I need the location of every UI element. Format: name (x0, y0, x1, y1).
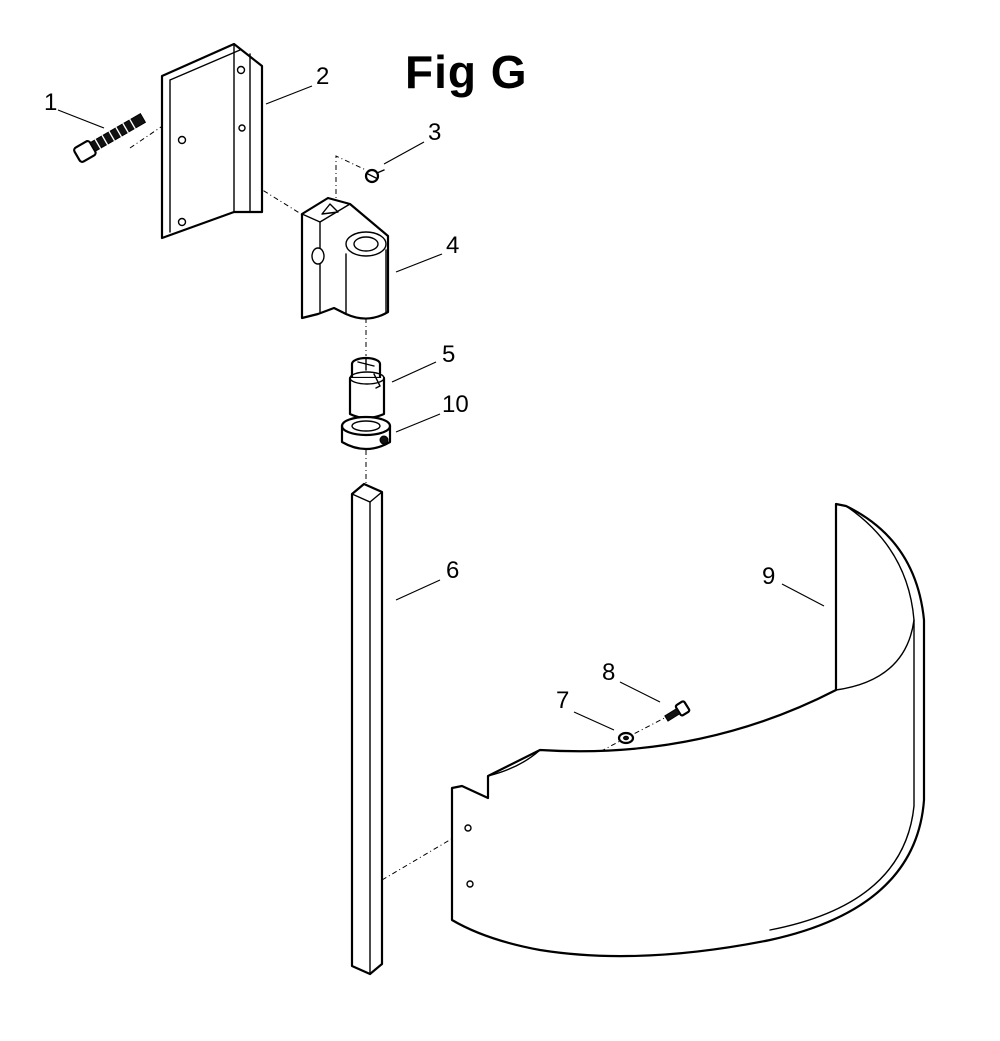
callout-4: 4 (446, 232, 459, 259)
set-collar (340, 415, 392, 451)
callout-leaders (57, 85, 825, 731)
callout-9: 9 (762, 563, 775, 590)
square-post (350, 482, 384, 976)
small-screw (364, 168, 385, 184)
curved-guard (450, 502, 926, 958)
callout-5: 5 (442, 341, 455, 368)
bushing-pin (348, 356, 386, 420)
guard-screw (664, 700, 691, 722)
callout-8: 8 (602, 659, 615, 686)
angle-bracket (160, 42, 264, 240)
callout-6: 6 (446, 557, 459, 584)
callout-2: 2 (316, 63, 329, 90)
mount-block (300, 196, 390, 320)
callout-7: 7 (556, 687, 569, 714)
cap-screw (73, 112, 147, 163)
figure-title: Fig G (405, 46, 528, 98)
callout-10: 10 (442, 391, 469, 418)
callout-3: 3 (428, 119, 441, 146)
callout-labels: 1 2 3 4 5 6 7 8 9 10 (44, 63, 775, 714)
washer (617, 731, 635, 745)
callout-1: 1 (44, 89, 57, 116)
